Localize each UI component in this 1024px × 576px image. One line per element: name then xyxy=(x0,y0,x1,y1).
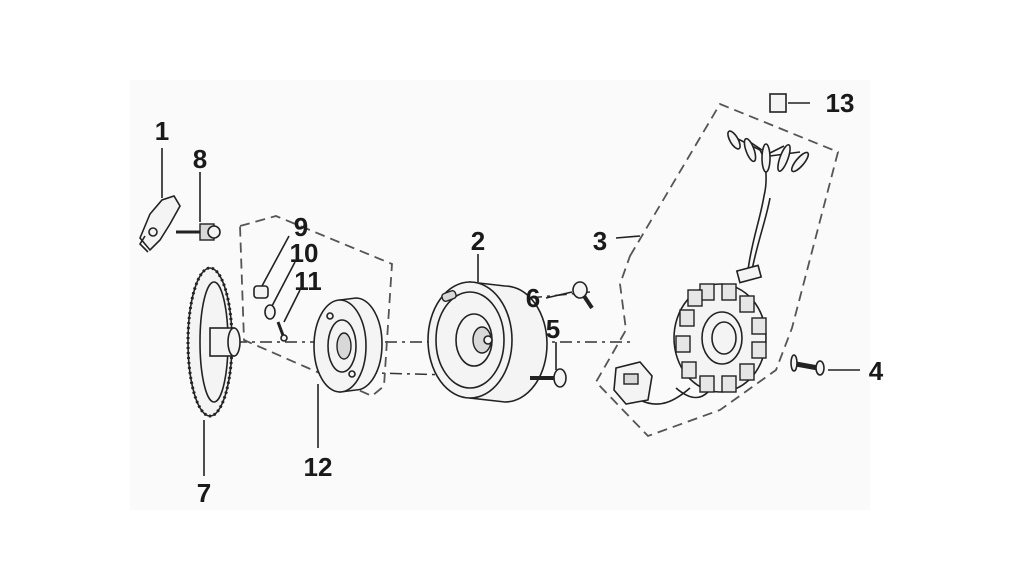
callout-7: 7 xyxy=(197,478,211,508)
part-3-stator xyxy=(613,130,810,405)
part-11-screw xyxy=(276,321,288,342)
callout-9: 9 xyxy=(294,212,308,242)
part-10-washer xyxy=(264,304,276,320)
callout-12: 12 xyxy=(304,452,333,482)
part-1-bracket xyxy=(138,195,181,253)
callout-11: 11 xyxy=(294,266,322,296)
callout-10: 10 xyxy=(290,238,319,268)
group-box-12 xyxy=(239,215,393,398)
part-12-hub xyxy=(313,297,383,393)
callout-4: 4 xyxy=(869,356,884,386)
callout-1: 1 xyxy=(155,116,169,146)
part-13-label xyxy=(769,93,787,113)
callout-8: 8 xyxy=(193,144,207,174)
part-2-flywheel xyxy=(427,281,548,403)
part-6-bolt xyxy=(572,281,594,310)
part-7-sprocket xyxy=(186,266,241,418)
part-9-key xyxy=(253,285,269,299)
part-4-bolt xyxy=(790,354,825,376)
part-8-bolt xyxy=(176,223,221,241)
callout-5: 5 xyxy=(546,314,560,344)
callout-3: 3 xyxy=(593,226,607,256)
callout-6: 6 xyxy=(526,283,540,313)
callout-2: 2 xyxy=(471,226,485,256)
leader-lines xyxy=(161,102,860,476)
callout-13: 13 xyxy=(826,88,855,118)
part-5-bolt xyxy=(530,368,567,388)
group-box-3 xyxy=(594,102,840,438)
